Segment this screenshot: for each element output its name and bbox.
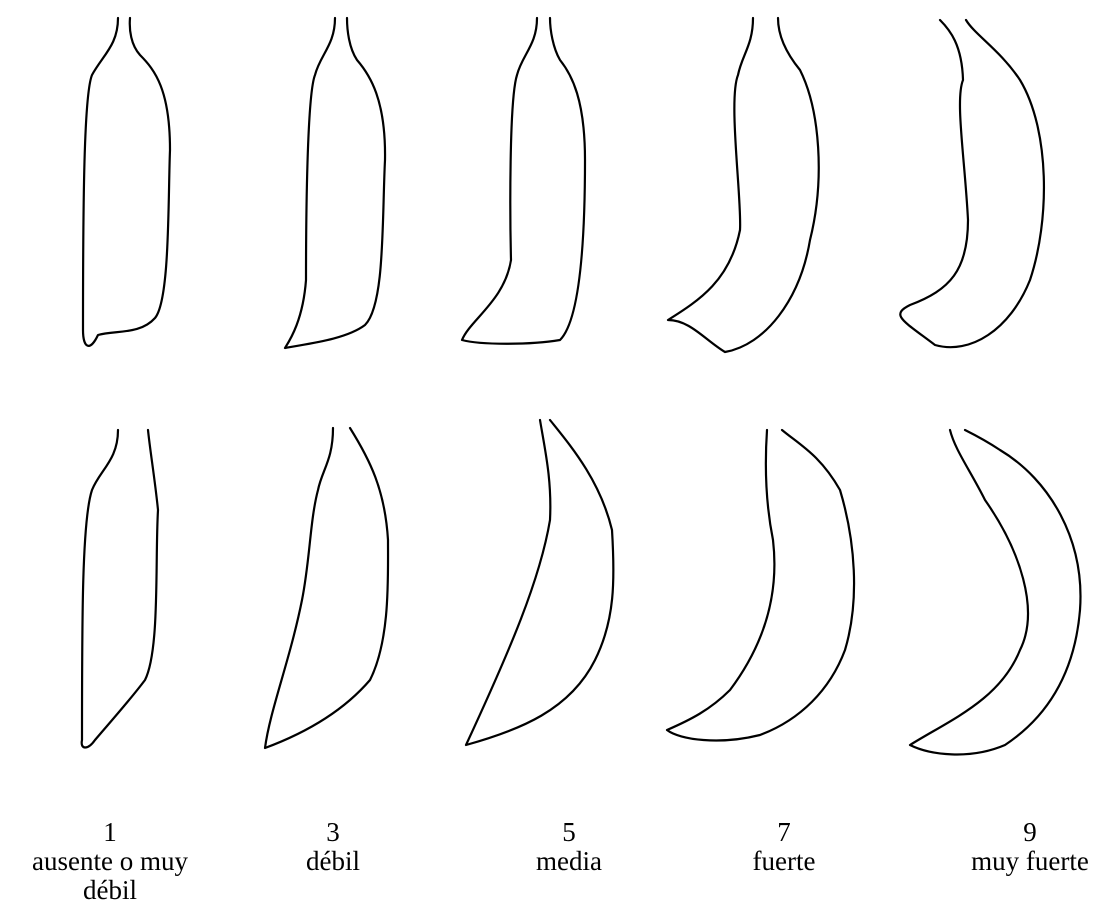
outline-row-1 — [83, 18, 1044, 352]
scale-label-7: 7 fuerte — [684, 818, 884, 876]
scale-label-1: 1 ausente o muy débil — [10, 818, 210, 905]
scale-value-1: 1 — [10, 818, 210, 847]
fruit-outline-5b — [466, 420, 613, 745]
scale-description-3: débil — [233, 847, 433, 876]
fruit-outline-3b — [265, 428, 388, 748]
fruit-outline-3a — [285, 18, 385, 348]
scale-description-7: fuerte — [684, 847, 884, 876]
scale-value-7: 7 — [684, 818, 884, 847]
scale-label-9: 9 muy fuerte — [930, 818, 1111, 876]
fruit-outline-7b — [667, 430, 854, 740]
outline-row-2 — [82, 420, 1081, 754]
scale-description-5: media — [469, 847, 669, 876]
fruit-outline-5a — [462, 18, 585, 344]
scale-description-9: muy fuerte — [930, 847, 1111, 876]
fruit-outline-1b — [82, 430, 158, 748]
scale-value-3: 3 — [233, 818, 433, 847]
fruit-outline-9a — [900, 20, 1044, 347]
scale-value-9: 9 — [930, 818, 1111, 847]
fruit-outline-1a — [83, 18, 170, 346]
scale-value-5: 5 — [469, 818, 669, 847]
scale-label-3: 3 débil — [233, 818, 433, 876]
fruit-outline-7a — [668, 18, 819, 352]
scale-description-1: ausente o muy débil — [10, 847, 210, 905]
scale-label-5: 5 media — [469, 818, 669, 876]
fruit-outline-9b — [910, 430, 1080, 754]
